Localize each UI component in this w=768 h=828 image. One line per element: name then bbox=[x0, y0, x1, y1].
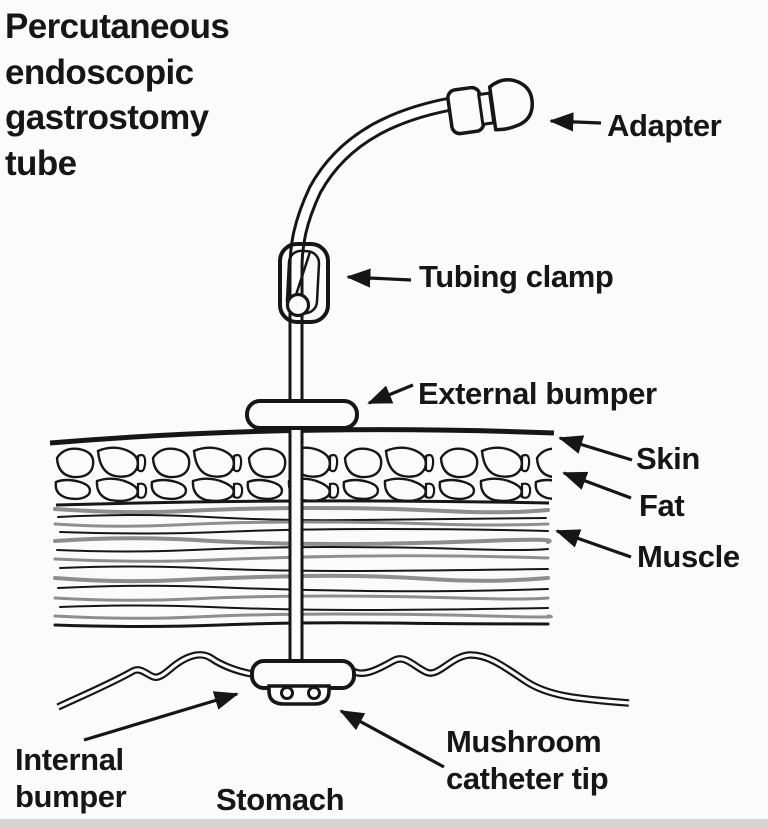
stomach-wall bbox=[56, 651, 630, 711]
label-fat: Fat bbox=[639, 488, 685, 523]
label-tubing-clamp: Tubing clamp bbox=[419, 259, 614, 294]
label-muscle: Muscle bbox=[637, 539, 740, 574]
mushroom-catheter-tip bbox=[267, 684, 331, 706]
label-adapter: Adapter bbox=[607, 108, 722, 143]
skin-arrow bbox=[558, 435, 633, 462]
internal-bumper bbox=[250, 659, 356, 690]
adapter bbox=[446, 77, 534, 136]
muscle-layer bbox=[53, 505, 553, 628]
tubing-clamp-arrow bbox=[346, 268, 412, 288]
feeding-tube bbox=[288, 94, 470, 670]
external-bumper bbox=[245, 399, 359, 430]
muscle-arrow bbox=[555, 529, 632, 559]
diagram-title: Percutaneous endoscopic gastrostomy tube bbox=[5, 7, 230, 183]
mushroom-tip-arrow bbox=[339, 709, 445, 769]
label-internal-bumper: Internal bumper bbox=[15, 742, 127, 814]
tubing-clamp bbox=[278, 242, 330, 324]
footer-gray-bar bbox=[0, 819, 768, 828]
leader-arrows bbox=[83, 112, 633, 769]
label-mushroom-catheter-tip: Mushroom catheter tip bbox=[446, 724, 609, 796]
external-bumper-arrow bbox=[367, 383, 414, 405]
adapter-arrow bbox=[549, 112, 602, 132]
label-skin: Skin bbox=[636, 441, 700, 476]
label-stomach: Stomach bbox=[216, 782, 345, 817]
label-external-bumper: External bumper bbox=[418, 376, 657, 411]
internal-bumper-arrow bbox=[83, 691, 239, 742]
fat-arrow bbox=[562, 471, 632, 500]
